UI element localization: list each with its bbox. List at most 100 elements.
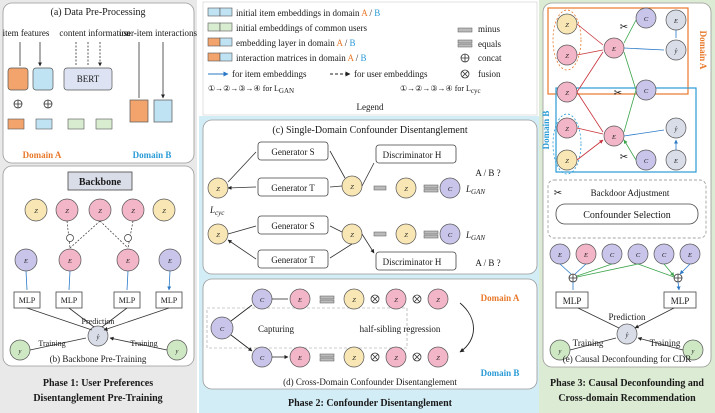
a-or-b-question: A / B ? [475,258,500,268]
phase2-panel: (c) Single-Domain Confounder Disentangle… [199,116,539,413]
phase3-panel: Domain A Domain B Z Z Z Z Z E E C C C E … [539,0,715,413]
svg-text:Z: Z [394,297,398,304]
legend-initial-common: initial embeddings of common users [236,23,367,33]
svg-text:Z: Z [131,208,135,215]
scissors-icon: ✂ [554,188,562,199]
svg-text:Z: Z [565,126,569,133]
svg-text:Z: Z [436,355,440,362]
single-domain-title: (c) Single-Domain Confounder Disentangle… [272,125,467,136]
svg-text:E: E [23,258,28,265]
discriminator-ha-label: Discriminator H [383,257,442,267]
generator-t-label: Generator T [271,255,315,265]
mlp-label: MLP [671,296,690,306]
svg-text:Z: Z [436,297,440,304]
bert-box [63,67,113,91]
interaction-matrix-b [153,99,173,123]
svg-text:C: C [448,232,453,239]
bert-label: BERT [77,74,100,84]
prediction-label: Prediction [82,317,115,326]
capturing-label: Capturing [258,324,294,334]
svg-text:Z: Z [394,355,398,362]
svg-text:y: y [691,348,695,355]
backbone-label: Backbone [79,177,122,188]
phase1-label-line1: Phase 1: User Preferences [43,378,153,389]
mlp-label: MLP [119,296,136,305]
svg-text:Z: Z [216,232,220,239]
svg-text:C: C [644,16,649,23]
backbone-pretrain-title: (b) Backbone Pre-Training [50,354,147,364]
a-or-b-question: A / B ? [475,168,500,178]
legend-equals: equals [478,39,501,49]
svg-text:C: C [220,326,225,333]
svg-text:E: E [673,18,678,25]
generator-s-label: Generator S [271,147,314,157]
svg-text:C: C [260,355,265,362]
legend-embedding-layer: embedding layer in domain A / B [236,38,356,48]
svg-text:C: C [644,88,649,95]
confounder-selection-box [555,203,699,225]
svg-text:E: E [611,46,616,53]
mlp-label: MLP [563,296,582,306]
half-sibling-label: half-sibling regression [360,324,441,334]
svg-text:E: E [67,258,72,265]
svg-text:Z: Z [404,232,408,239]
legend-gan-seq: ①→②→③→④ for LGAN [208,84,294,95]
svg-text:Z: Z [216,186,220,193]
item-feature-block-b [32,67,54,91]
phase3-label-line1: Phase 3: Causal Deconfounding and [550,378,704,389]
domain-b-vertical-label: Domain B [541,111,551,150]
interactions-label: user-item interactions [119,28,198,38]
mlp-label: MLP [161,296,178,305]
svg-text:Z: Z [565,158,569,165]
svg-text:ŷ: ŷ [674,126,678,133]
svg-text:Z: Z [34,208,38,215]
scissors-icon: ✂ [620,22,628,33]
interaction-matrix-a [129,99,149,123]
svg-text:C: C [260,297,265,304]
svg-text:Z: Z [65,208,69,215]
training-label: Training [573,338,604,348]
svg-text:E: E [687,252,692,259]
training-label: Training [130,339,157,348]
svg-text:y: y [175,348,179,355]
legend-fusion: fusion [478,69,501,79]
svg-text:E: E [167,258,172,265]
svg-text:E: E [557,252,562,259]
mlp-label: MLP [19,296,36,305]
l-gan-label: LGAN [465,230,485,242]
svg-text:E: E [673,158,678,165]
svg-text:E: E [297,297,302,304]
content-information-label: content information [59,28,131,38]
l-cyc-label: Lcyc [209,205,225,217]
scissors-icon: ✂ [620,152,628,163]
svg-text:ŷ: ŷ [625,332,629,339]
phase3-label-line2: Cross-domain Recommendation [558,393,696,404]
phase2-label: Phase 2: Confounder Disentanglement [288,398,453,409]
svg-text:Z: Z [352,297,356,304]
legend-panel: initial item embeddings in domain A / B … [202,1,538,116]
backdoor-label: Backdoor Adjustment [591,188,670,198]
legend-title: Legend [357,102,384,112]
scissors-icon: ✂ [614,88,622,99]
legend-initial-item: initial item embeddings in domain A / B [236,8,380,18]
prediction-label: Prediction [609,312,646,322]
generator-s-label: Generator S [271,221,314,231]
single-domain-box [202,119,538,275]
domain-a-label: Domain A [481,293,520,303]
legend-minus: minus [478,24,501,34]
legend-concat: concat [478,53,502,63]
discriminator-hb-label: Discriminator H [383,150,442,160]
generator-t-label: Generator T [271,183,315,193]
svg-text:C: C [644,158,649,165]
svg-text:Z: Z [162,208,166,215]
preprocess-title: (a) Data Pre-Processing [51,7,146,18]
phase1-panel: (a) Data Pre-Processing item features co… [0,0,198,413]
svg-text:Z: Z [350,232,354,239]
confounder-selection-label: Confounder Selection [583,210,670,221]
svg-text:y: y [18,348,22,355]
svg-text:ŷ: ŷ [674,48,678,55]
domain-a-label: Domain A [23,150,62,160]
svg-text:Z: Z [565,53,569,60]
legend-item-arrow: for item embeddings [232,69,307,79]
